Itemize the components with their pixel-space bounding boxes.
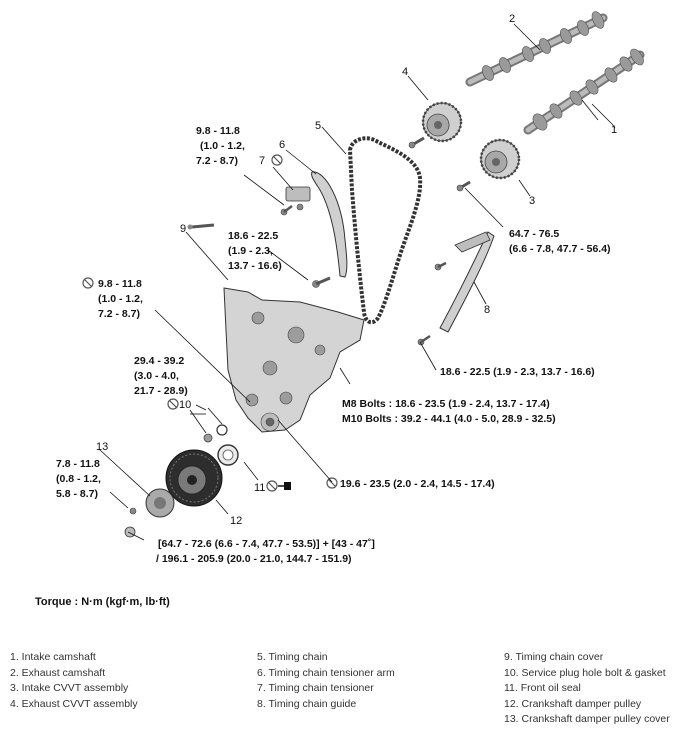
legend-column-1: 1. Intake camshaft 2. Exhaust camshaft 3… bbox=[10, 650, 138, 712]
do-not-reuse-icon bbox=[82, 277, 94, 289]
callout-numbers: 2 1 4 3 5 6 7 8 9 10 11 12 13 bbox=[96, 13, 617, 527]
do-not-reuse-icon bbox=[326, 477, 338, 489]
callout-11: 11 bbox=[254, 482, 265, 494]
chain-guide-bracket-drawing bbox=[454, 231, 491, 253]
seal-tool-icon bbox=[278, 482, 291, 490]
callout-10: 10 bbox=[179, 399, 191, 411]
chain-guide-drawing bbox=[439, 231, 495, 333]
callout-6: 6 bbox=[279, 139, 285, 151]
torque-spec-m8-bolts: M8 Bolts : 18.6 - 23.5 (1.9 - 2.4, 13.7 … bbox=[342, 398, 550, 410]
callout-1: 1 bbox=[611, 124, 617, 136]
torque-spec-service-plug: 29.4 - 39.2 (3.0 - 4.0, 21.7 - 28.9) bbox=[134, 355, 188, 397]
exhaust-cvvt-bolt-drawing bbox=[408, 136, 425, 149]
timing-chain-drawing bbox=[347, 136, 423, 325]
legend-item: 6. Timing chain tensioner arm bbox=[257, 666, 395, 679]
cover-detail-drawing bbox=[245, 311, 326, 432]
intake-camshaft-drawing bbox=[523, 48, 645, 135]
callout-12: 12 bbox=[230, 515, 242, 527]
callout-5: 5 bbox=[315, 120, 321, 132]
legend-item: 12. Crankshaft damper pulley bbox=[504, 697, 642, 710]
callout-9: 9 bbox=[180, 223, 186, 235]
legend-item: 2. Exhaust camshaft bbox=[10, 666, 106, 679]
pulley-cover-drawing bbox=[124, 488, 175, 538]
leader-lines bbox=[99, 23, 616, 541]
exhaust-camshaft-drawing bbox=[465, 11, 608, 87]
chain-tensioner-drawing bbox=[280, 186, 311, 216]
torque-spec-pulley-bolt-a: [64.7 - 72.6 (6.6 - 7.4, 47.7 - 53.5)] +… bbox=[158, 538, 375, 550]
service-plug-bolt-gasket-drawing bbox=[203, 424, 228, 443]
callout-13: 13 bbox=[96, 441, 108, 453]
chain-guide-bolts-drawing bbox=[417, 261, 447, 346]
legend-column-3: 9. Timing chain cover 10. Service plug h… bbox=[504, 650, 670, 728]
legend-item: 9. Timing chain cover bbox=[504, 651, 604, 663]
torque-spec-tensioner-arm: 18.6 - 22.5 (1.9 - 2.3, 13.7 - 16.6) bbox=[228, 230, 282, 272]
legend-column-2: 5. Timing chain 6. Timing chain tensione… bbox=[257, 650, 395, 712]
legend-item: 11. Front oil seal bbox=[504, 682, 581, 695]
torque-spec-cvvt: 64.7 - 76.5 (6.6 - 7.8, 47.7 - 56.4) bbox=[509, 228, 611, 255]
do-not-reuse-icon bbox=[167, 398, 179, 410]
legend-item: 3. Intake CVVT assembly bbox=[10, 682, 129, 695]
intake-cvvt-drawing bbox=[479, 138, 521, 180]
torque-specs: 9.8 - 11.8 (1.0 - 1.2, 7.2 - 8.7) 18.6 -… bbox=[56, 125, 611, 565]
torque-spec-pulley-bolt-b: / 196.1 - 205.9 (20.0 - 21.0, 144.7 - 15… bbox=[156, 553, 352, 565]
legend-item: 8. Timing chain guide bbox=[257, 697, 357, 710]
tensioner-arm-bolt-drawing bbox=[312, 276, 331, 288]
legend-item: 7. Timing chain tensioner bbox=[257, 682, 374, 695]
legend-item: 4. Exhaust CVVT assembly bbox=[10, 697, 138, 710]
tensioner-arm-drawing bbox=[311, 171, 348, 278]
callout-7: 7 bbox=[259, 155, 265, 167]
exhaust-cvvt-drawing bbox=[421, 101, 463, 143]
timing-chain-cover-drawing bbox=[223, 287, 365, 433]
torque-spec-m10-bolts: M10 Bolts : 39.2 - 44.1 (4.0 - 5.0, 28.9… bbox=[342, 413, 556, 425]
callout-8: 8 bbox=[484, 304, 490, 316]
legend-item: 5. Timing chain bbox=[257, 651, 328, 663]
torque-spec-front-cover-bolt: 19.6 - 23.5 (2.0 - 2.4, 14.5 - 17.4) bbox=[340, 478, 495, 490]
torque-spec-tensioner: 9.8 - 11.8 (1.0 - 1.2, 7.2 - 8.7) bbox=[196, 125, 248, 167]
callout-2: 2 bbox=[509, 13, 515, 25]
legend-item: 13. Crankshaft damper pulley cover bbox=[504, 713, 670, 726]
torque-spec-chain-cover: 9.8 - 11.8 (1.0 - 1.2, 7.2 - 8.7) bbox=[98, 278, 146, 320]
front-oil-seal-drawing bbox=[217, 444, 239, 466]
callout-4: 4 bbox=[402, 66, 408, 78]
legend-item: 10. Service plug hole bolt & gasket bbox=[504, 666, 666, 679]
torque-spec-pulley-cover: 7.8 - 11.8 (0.8 - 1.2, 5.8 - 8.7) bbox=[56, 458, 104, 500]
intake-cvvt-bolt-drawing bbox=[456, 180, 471, 192]
torque-unit-label: Torque : N·m (kgf·m, lb·ft) bbox=[35, 596, 170, 608]
do-not-reuse-icon bbox=[266, 480, 278, 492]
torque-spec-chain-guide: 18.6 - 22.5 (1.9 - 2.3, 13.7 - 16.6) bbox=[440, 366, 595, 378]
do-not-reuse-icon bbox=[271, 154, 283, 166]
cover-stud-drawing bbox=[187, 223, 215, 230]
callout-3: 3 bbox=[529, 195, 535, 207]
crankshaft-damper-pulley-drawing bbox=[165, 449, 223, 507]
legend-item: 1. Intake camshaft bbox=[10, 651, 96, 663]
